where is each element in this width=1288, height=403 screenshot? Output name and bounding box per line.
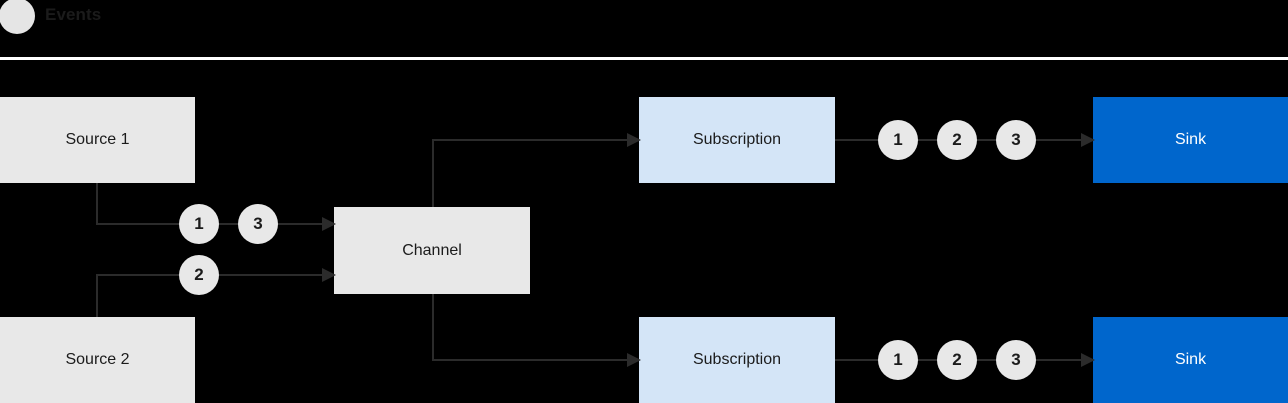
node-label: Channel bbox=[402, 241, 462, 259]
node-label: Source 1 bbox=[65, 131, 130, 148]
connector-channel-to-subscription2 bbox=[432, 294, 641, 367]
page-title: Events bbox=[45, 5, 102, 24]
event-badge-top-1: 1 bbox=[878, 120, 918, 160]
events-circle-icon bbox=[0, 0, 35, 34]
connector-channel-to-subscription1 bbox=[432, 133, 641, 207]
node-label: Sink bbox=[1174, 131, 1207, 148]
event-badge-label: 1 bbox=[893, 130, 903, 149]
event-badge-label: 1 bbox=[893, 350, 903, 369]
node-label: Subscription bbox=[692, 351, 782, 368]
node-label: Source 2 bbox=[65, 351, 130, 368]
event-badge-label: 3 bbox=[1011, 130, 1021, 149]
node-subscription-1[interactable]: Subscription bbox=[639, 97, 835, 183]
event-badge-label: 2 bbox=[194, 265, 204, 284]
header-divider bbox=[0, 57, 1288, 60]
node-sink-1[interactable]: Sink bbox=[1093, 97, 1288, 183]
event-badge-top-3: 3 bbox=[996, 120, 1036, 160]
event-badge-in-2: 2 bbox=[179, 255, 219, 295]
event-badge-label: 1 bbox=[194, 214, 204, 233]
node-source-1[interactable]: Source 1 bbox=[0, 97, 195, 183]
node-label: Sink bbox=[1174, 351, 1207, 368]
event-badge-in-1: 1 bbox=[179, 204, 219, 244]
event-badge-label: 3 bbox=[253, 214, 263, 233]
node-subscription-2[interactable]: Subscription bbox=[639, 317, 835, 403]
event-badge-bot-1: 1 bbox=[878, 340, 918, 380]
event-badge-label: 2 bbox=[952, 350, 962, 369]
node-channel[interactable]: Channel bbox=[334, 207, 530, 294]
node-label: Subscription bbox=[692, 131, 782, 148]
event-badge-top-2: 2 bbox=[937, 120, 977, 160]
node-sink-2[interactable]: Sink bbox=[1093, 317, 1288, 403]
event-badge-label: 2 bbox=[952, 130, 962, 149]
event-badge-in-3: 3 bbox=[238, 204, 278, 244]
event-badge-bot-2: 2 bbox=[937, 340, 977, 380]
event-badge-bot-3: 3 bbox=[996, 340, 1036, 380]
node-source-2[interactable]: Source 2 bbox=[0, 317, 195, 403]
event-badge-label: 3 bbox=[1011, 350, 1021, 369]
